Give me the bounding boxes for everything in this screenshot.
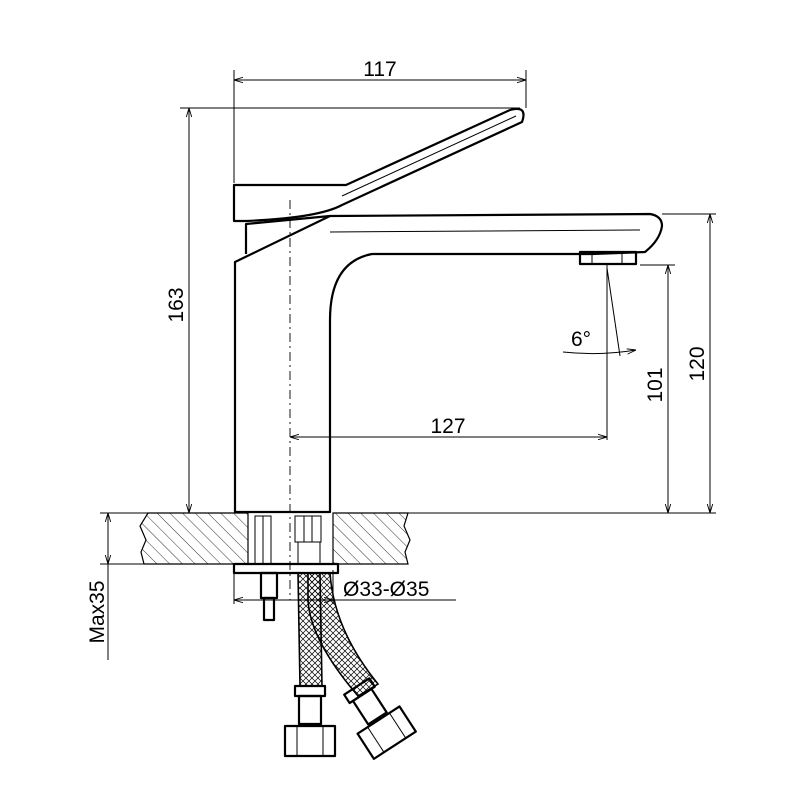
label-max-deck-thickness: Max35 bbox=[86, 580, 109, 643]
label-overall-height: 120 bbox=[686, 346, 709, 381]
label-spout-reach: 127 bbox=[430, 415, 465, 438]
dimension-max-deck-thickness: Max35 bbox=[86, 512, 148, 660]
dimension-total-height: 163 bbox=[165, 107, 520, 514]
dimension-spout-height: 101 bbox=[640, 264, 675, 513]
label-total-width: 117 bbox=[363, 58, 396, 81]
lever-handle bbox=[232, 107, 525, 223]
label-spout-height: 101 bbox=[644, 367, 667, 402]
dimension-spout-angle: 6° bbox=[562, 267, 636, 357]
dimension-hole-diameter: Ø33-Ø35 bbox=[233, 570, 456, 604]
label-total-height: 163 bbox=[165, 287, 188, 322]
supply-hose-right bbox=[307, 572, 380, 698]
label-spout-angle: 6° bbox=[571, 328, 591, 351]
mounting-hardware bbox=[232, 515, 340, 622]
countertop-section bbox=[139, 512, 411, 565]
dimension-overall-height: 120 bbox=[333, 213, 716, 514]
dimension-spout-reach: 127 bbox=[290, 265, 608, 440]
faucet-body bbox=[233, 212, 664, 514]
dimension-total-width: 117 bbox=[233, 58, 527, 183]
label-hole-diameter: Ø33-Ø35 bbox=[343, 578, 429, 601]
